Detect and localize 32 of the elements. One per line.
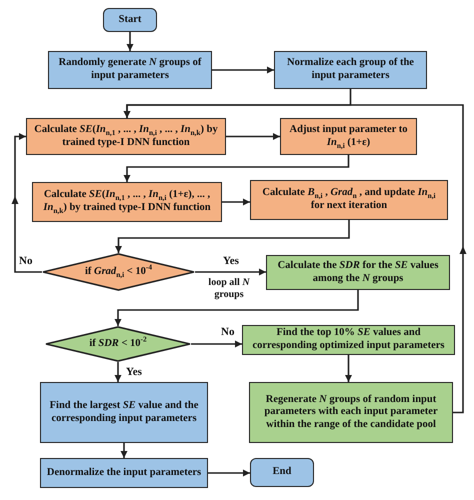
edge-label: Yes [222, 255, 240, 268]
step-text: Find the top 10% SE values and corresponding optimized input parameters [251, 327, 446, 353]
process-box [40, 382, 208, 443]
process-box [249, 382, 453, 443]
step-text: Normalize each group of the input parameters [286, 57, 415, 83]
condition-text: if Grad$_{n,i}$ < 10$^{-4}$ [84, 266, 154, 278]
step-text: Calculate SE(In$_{n,1}$ , ... , In$_{n,i}$ , ... , In$_{n,k}$) by trained type-I DNN function [33, 124, 219, 150]
step-text: Find the largest SE value and the corresponding input parameters [48, 400, 200, 426]
process-box [32, 182, 222, 222]
step-text: Calculate the SDR for the SE values among the N groups [276, 260, 440, 286]
condition-text: if SDR < 10$^{-2}$ [88, 338, 148, 350]
step-text: Start [118, 14, 142, 26]
terminal-box [250, 458, 314, 487]
process-box [266, 255, 450, 290]
step-text: Regenerate N groups of random input parameters with each input parameter within the range of the candidate pool [263, 394, 439, 432]
process-box [26, 118, 226, 155]
step-text: Calculate SE(In$_{n,1}$ , ... , In$_{n,i}$ (1+ε), ... , In$_{n,k}$) by trained type-I DNN function [42, 189, 212, 215]
process-box [48, 51, 212, 89]
process-box [280, 118, 417, 155]
step-text: Calculate B$_{n,i}$ , Grad$_{n}$ , and update In$_{n,i}$ for next iteration [261, 187, 437, 213]
process-box [274, 51, 427, 89]
terminal-box [103, 8, 157, 32]
process-box [242, 325, 455, 355]
edge-label: Yes [125, 366, 143, 378]
step-text: Adjust input parameter to In$_{n,i}$ (1+ε) [288, 124, 408, 150]
edge-label: No [18, 255, 34, 268]
edge-label: No [220, 326, 236, 338]
step-text: End [272, 466, 292, 479]
process-box [250, 180, 448, 220]
process-box [40, 458, 208, 488]
step-text: Randomly generate N groups of input parameters [58, 57, 202, 83]
step-text: Denormalize the input parameters [46, 466, 202, 480]
